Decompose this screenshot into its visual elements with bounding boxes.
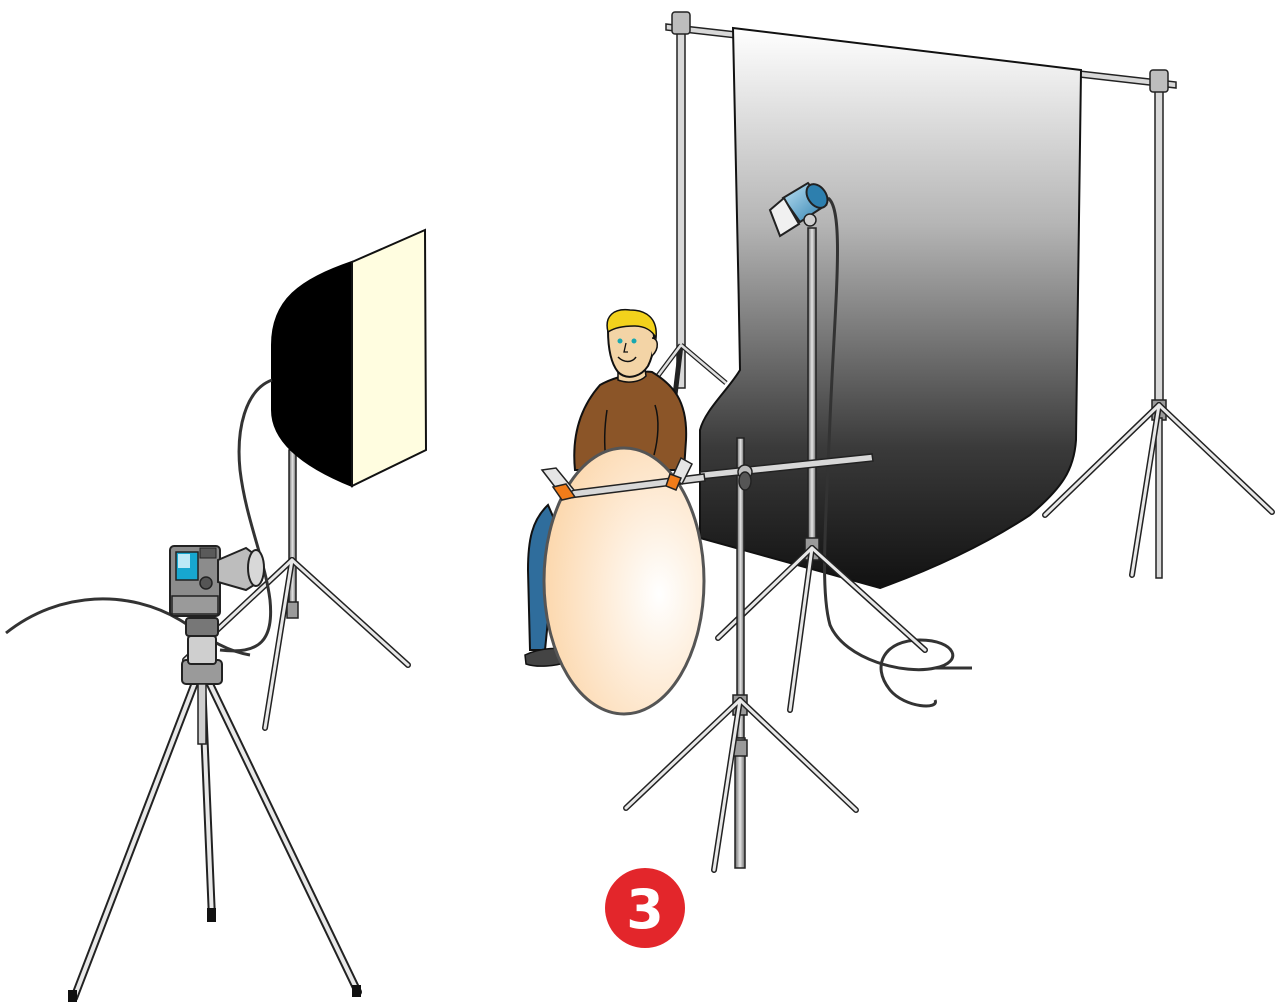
clamp-left — [542, 468, 575, 500]
softbox-light — [185, 230, 426, 728]
step-badge-label: 3 — [626, 878, 664, 941]
camera — [170, 546, 264, 616]
step-number-badge: 3 — [605, 868, 685, 948]
gradient-backdrop — [700, 28, 1081, 588]
